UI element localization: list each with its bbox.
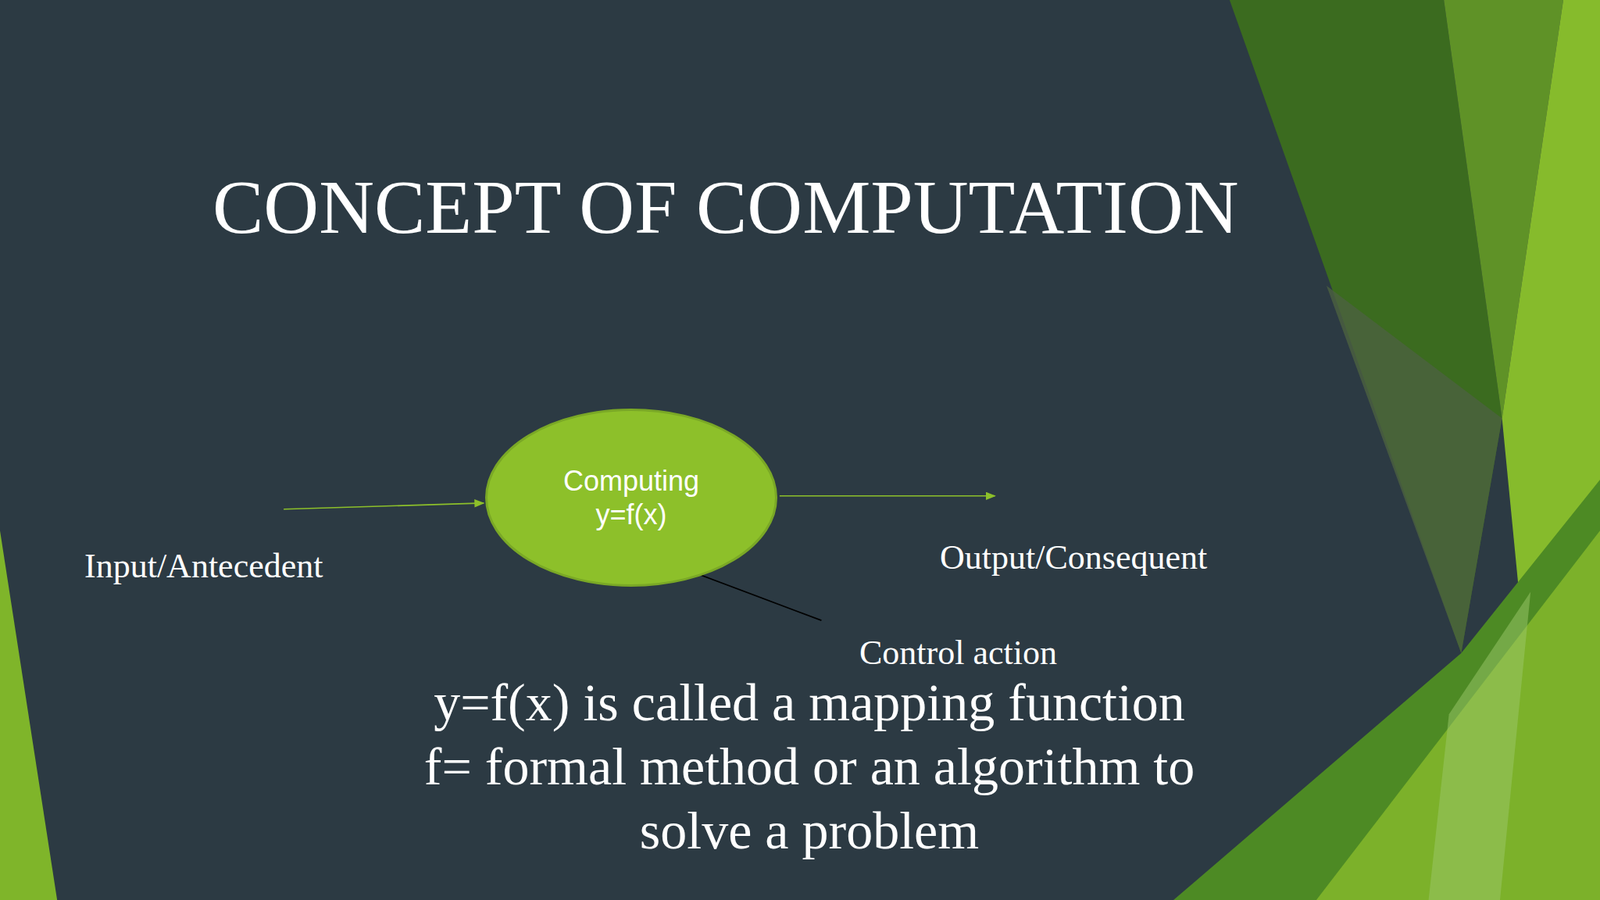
title-box: CONCEPT OF COMPUTATION — [212, 163, 1240, 252]
green-shard — [1326, 285, 1503, 654]
green-shard — [1316, 530, 1600, 900]
control-label: Control action — [859, 633, 1058, 674]
ellipse-shape — [485, 408, 778, 587]
ellipse-outline — [486, 410, 777, 586]
output-label-box: Output/Consequent — [939, 538, 1208, 579]
computing-ellipse: Computing y=f(x) — [485, 408, 778, 587]
note-text: y=f(x) is called a mapping function f= f… — [414, 670, 1205, 863]
output-arrow — [779, 495, 996, 497]
title: CONCEPT OF COMPUTATION — [212, 163, 1240, 252]
green-shard — [1428, 592, 1532, 900]
green-shard — [0, 530, 58, 900]
note-text-box: y=f(x) is called a mapping function f= f… — [414, 670, 1205, 863]
input-arrow — [283, 503, 484, 510]
control-label-box: Control action — [859, 633, 1058, 674]
output-label: Output/Consequent — [939, 538, 1208, 579]
input-label-box: Input/Antecedent — [84, 546, 323, 587]
node-label: Computing y=f(x) — [553, 464, 710, 532]
input-label: Input/Antecedent — [84, 546, 323, 587]
node-text-group: Computing y=f(x) — [553, 464, 710, 532]
green-shard — [1173, 479, 1600, 900]
